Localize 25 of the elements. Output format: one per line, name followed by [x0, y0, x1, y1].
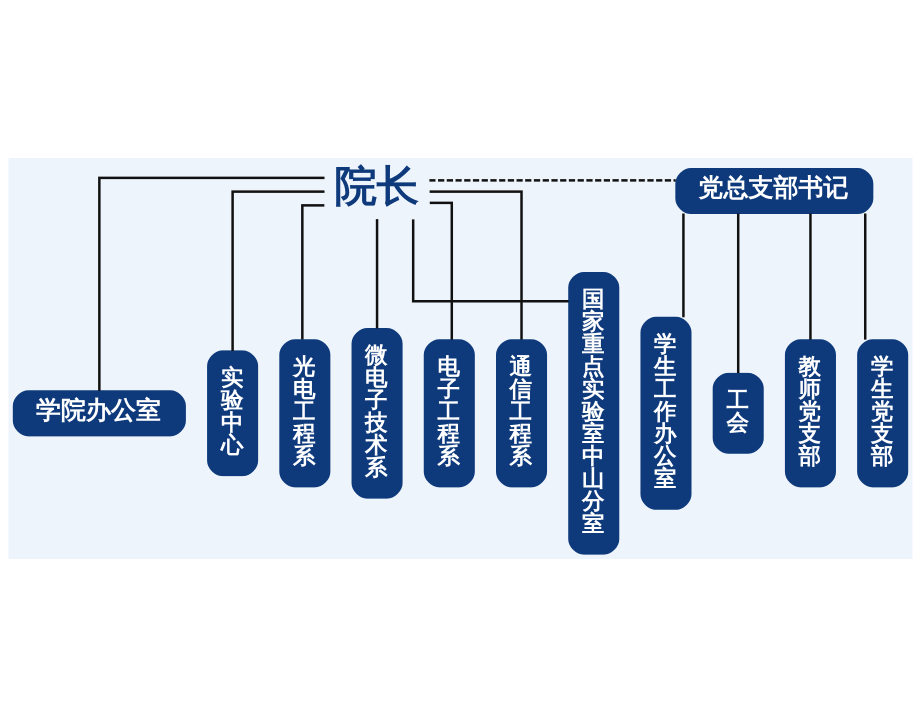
node-box: 工会	[712, 372, 764, 454]
connector	[412, 218, 569, 302]
node-box: 实验中心	[207, 350, 258, 476]
connector	[430, 190, 523, 339]
connector	[430, 201, 454, 340]
connector	[301, 204, 324, 339]
node-box: 国家重点实验室中山分室	[568, 271, 620, 554]
node-box: 学生工作办公室	[640, 316, 692, 510]
connector	[682, 213, 685, 317]
connector	[231, 190, 324, 350]
connector	[809, 213, 812, 340]
node-box: 微电子技术系	[352, 327, 403, 498]
node-text: 院长	[334, 161, 419, 210]
node-box: 光电工程系	[279, 338, 330, 487]
node-box: 通信工程系	[496, 338, 548, 487]
node-box: 党总支部书记	[675, 167, 874, 214]
connector	[429, 178, 676, 182]
connector	[376, 218, 378, 328]
connector	[98, 176, 324, 390]
connector	[864, 213, 866, 340]
node-box: 教师党支部	[784, 338, 836, 487]
node-box: 电子工程系	[424, 338, 475, 487]
node-box: 学院办公室	[12, 390, 186, 436]
connector	[736, 213, 740, 373]
node-box: 学生党支部	[857, 338, 908, 487]
